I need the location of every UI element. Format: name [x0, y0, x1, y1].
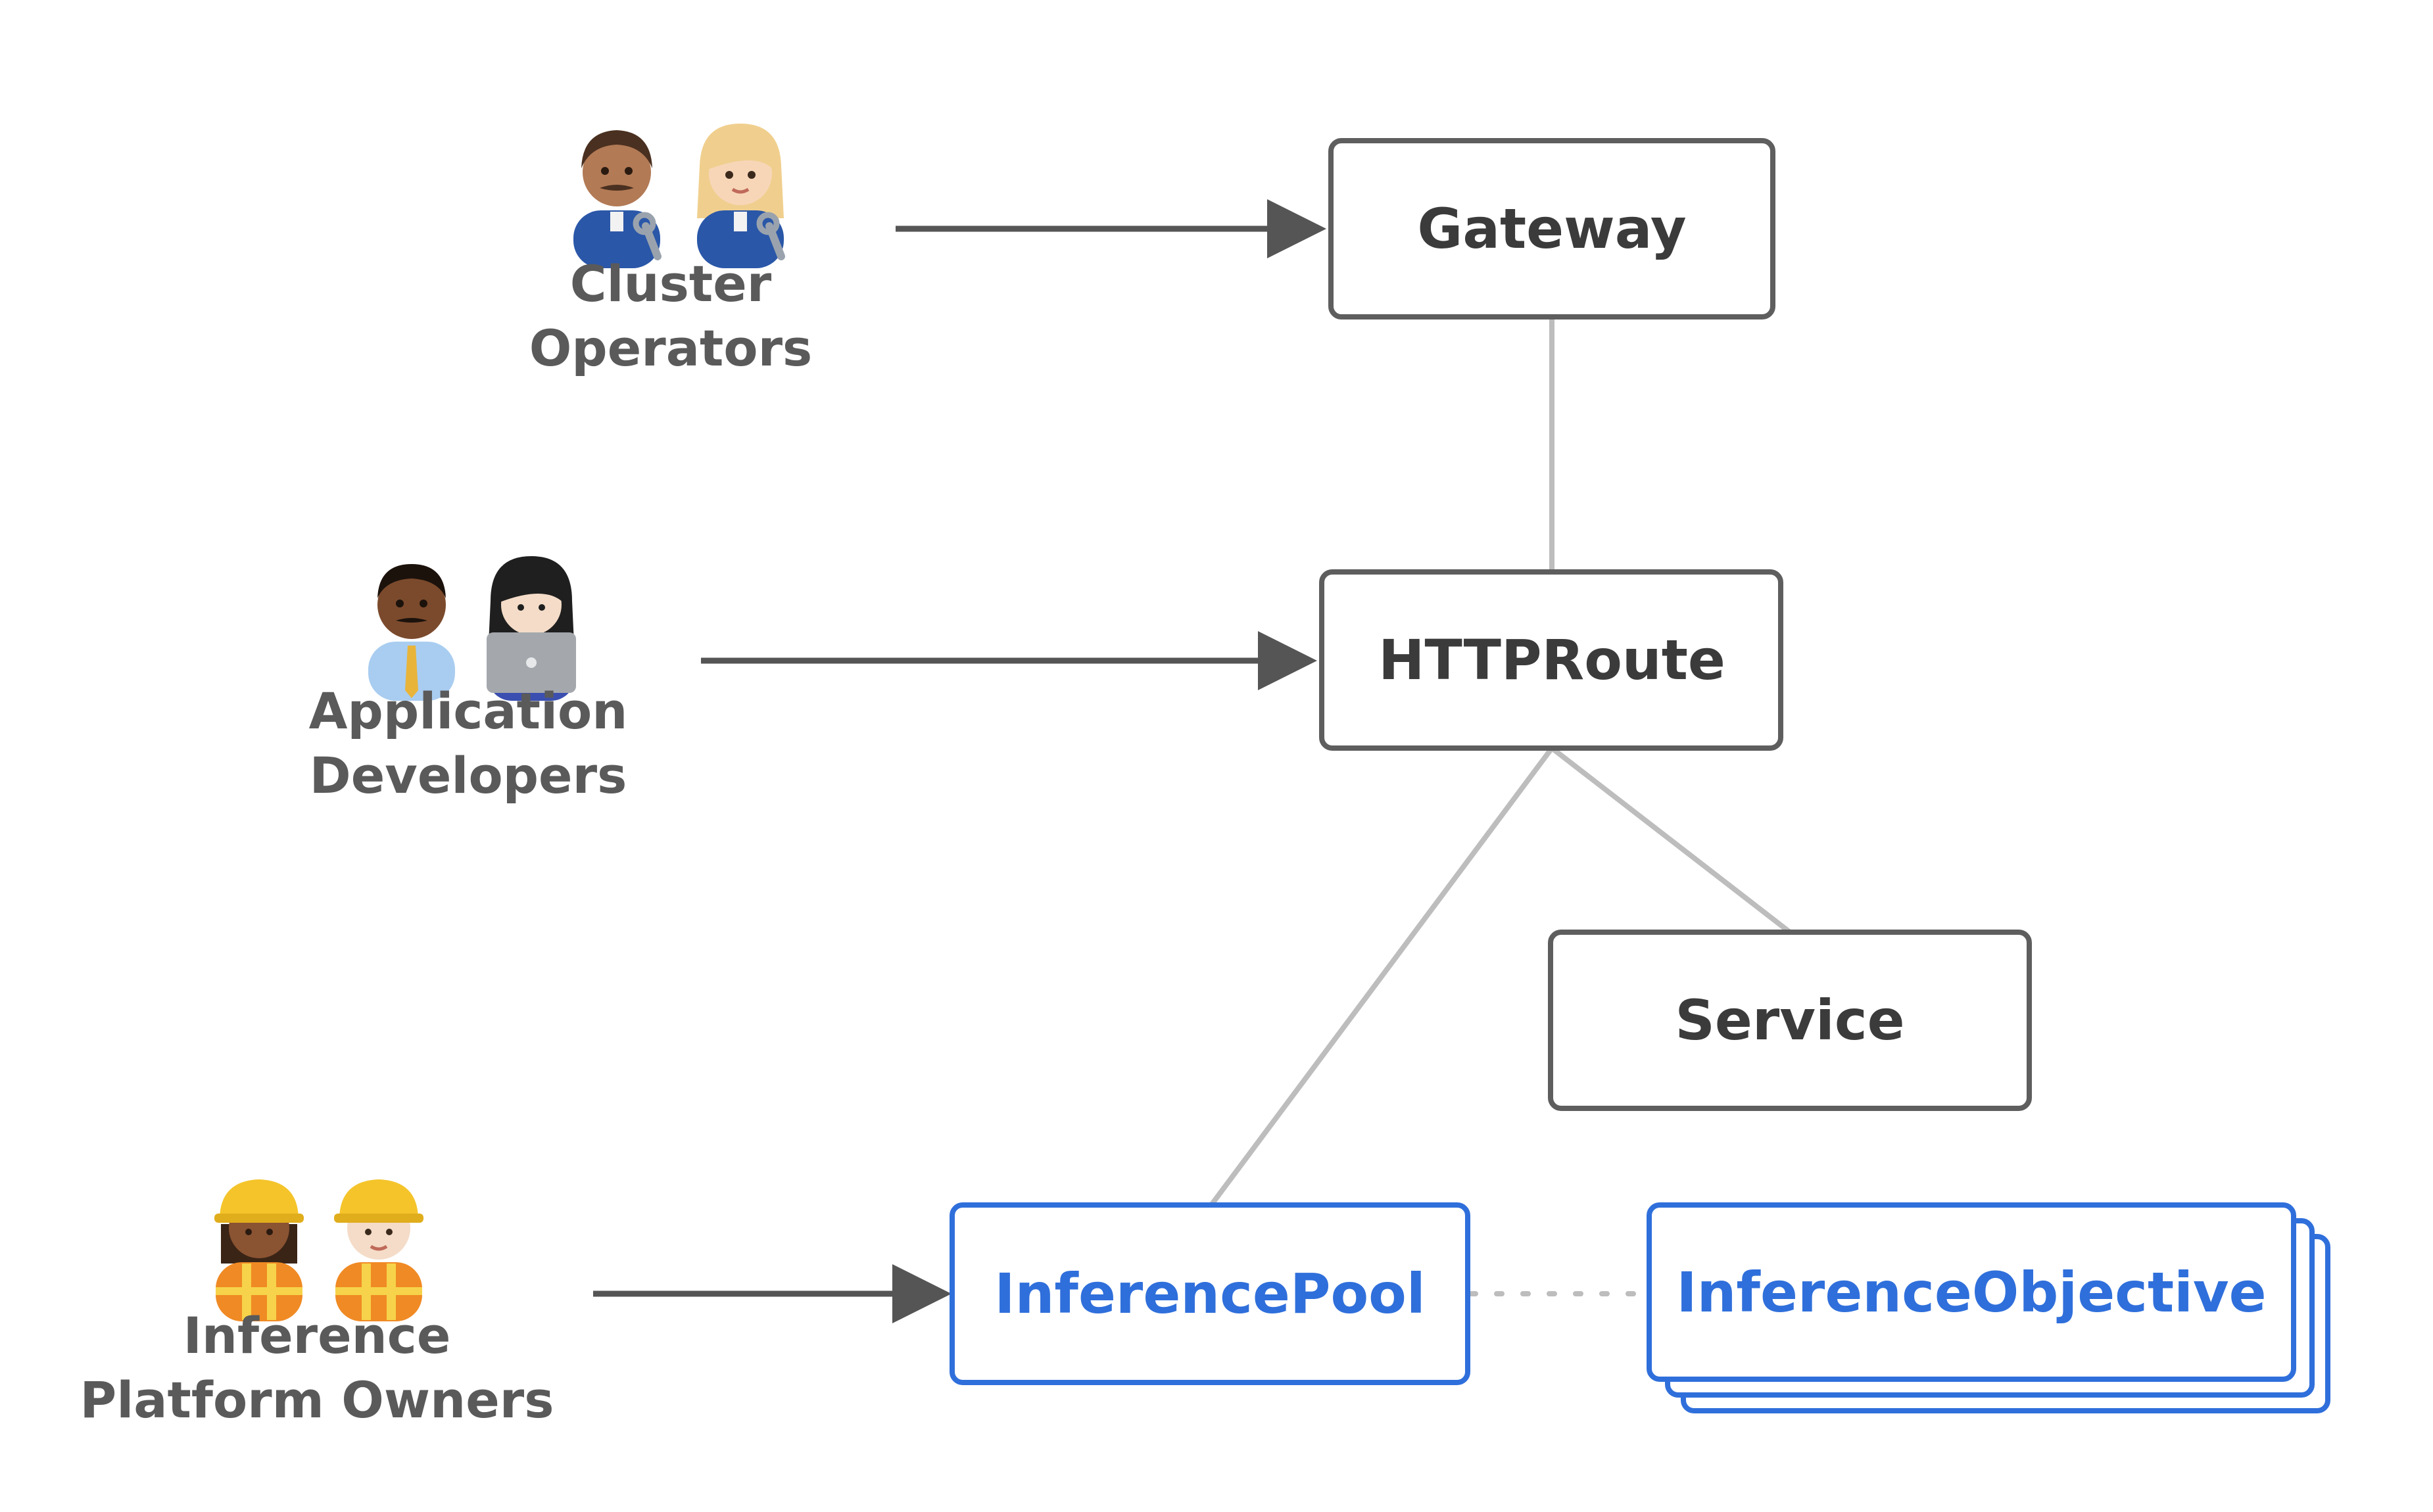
inferenceobjective-label: InferenceObjective	[1676, 1260, 2266, 1325]
technologist-woman-laptop-icon	[487, 556, 576, 701]
cluster-operators-label-line1: Cluster	[570, 254, 772, 313]
inferencepool-label: InferencePool	[994, 1262, 1425, 1326]
gateway-box	[1328, 138, 1775, 319]
construction-worker-woman-icon	[214, 1179, 304, 1321]
mechanic-man-icon	[573, 130, 662, 268]
httproute-node: HTTPRoute	[1319, 569, 1783, 751]
httproute-box	[1319, 569, 1783, 751]
platform-owners-role: Inference Platform Owners	[80, 1306, 554, 1429]
inferenceobjective-box	[1647, 1202, 2296, 1382]
httproute-label: HTTPRoute	[1378, 628, 1725, 692]
inferencepool-box	[950, 1202, 1470, 1385]
platform-owners-label-line2: Platform Owners	[80, 1371, 554, 1429]
technologist-man-icon	[368, 564, 455, 701]
service-box	[1548, 930, 2032, 1111]
cluster-operators-role: Cluster Operators	[529, 254, 813, 377]
httproute-service-connector	[1550, 745, 1792, 935]
service-label: Service	[1675, 988, 1904, 1052]
construction-worker-man-icon	[334, 1179, 423, 1321]
cluster-operators-label-line2: Operators	[529, 319, 813, 377]
inferencepool-node: InferencePool	[950, 1202, 1470, 1385]
platform-owners-label-line1: Inference	[183, 1306, 451, 1365]
application-developers-label-line1: Application	[309, 682, 628, 740]
application-developers-label-line2: Developers	[310, 746, 627, 805]
gateway-node: Gateway	[1328, 138, 1775, 319]
httproute-inferencepool-connector	[1209, 746, 1554, 1207]
application-developers-role: Application Developers	[309, 682, 628, 805]
service-node: Service	[1548, 930, 2032, 1111]
gateway-label: Gateway	[1417, 197, 1686, 261]
mechanic-woman-icon	[697, 124, 785, 268]
inferenceobjective-node: InferenceObjective	[1647, 1202, 2330, 1413]
